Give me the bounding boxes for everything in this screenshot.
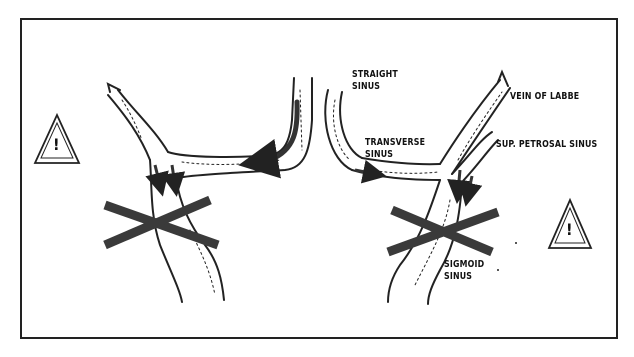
label-sigmoid-sinus-line2: SINUS [444,271,472,282]
warning-glyph-left: ! [53,139,60,150]
label-transverse-sinus-line1: TRANSVERSE [365,137,425,148]
label-sup-petrosal-sinus: SUP. PETROSAL SINUS [496,139,597,150]
label-transverse-sinus-line2: SINUS [365,149,393,160]
label-straight-sinus-line2: SINUS [352,81,380,92]
left-vessel [108,78,312,302]
label-sigmoid-sinus-line1: SIGMOID [444,259,484,270]
flow-arrow-icon [155,165,175,185]
warning-glyph-right: ! [566,224,573,235]
cross-mark-icon [105,200,218,245]
label-straight-sinus-line1: STRAIGHT [352,69,398,80]
label-vein-of-labbe: VEIN OF LABBE [510,91,579,102]
cross-mark-icon [388,210,498,252]
flow-arrow-icon [355,170,472,195]
